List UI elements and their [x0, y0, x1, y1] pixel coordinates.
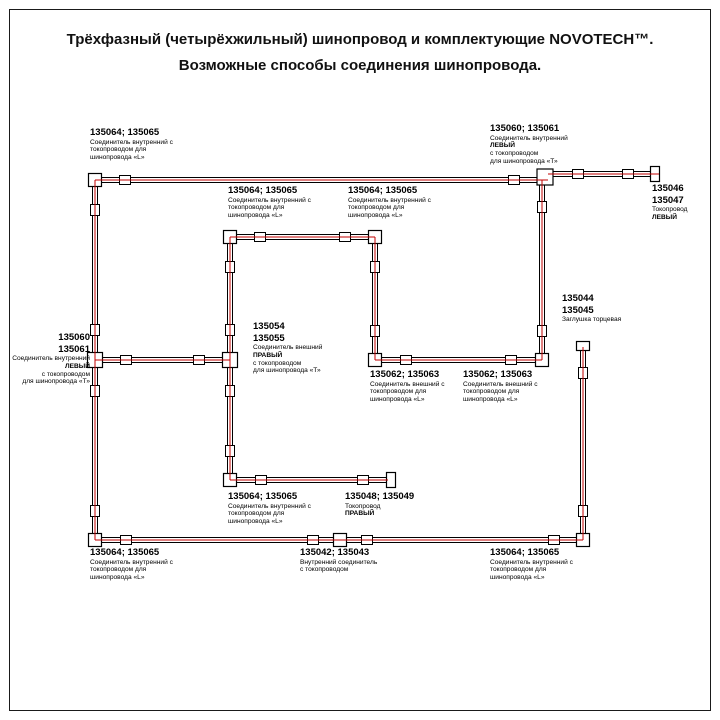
label-line: шинопровода «L»	[90, 154, 145, 162]
label-line: 135064; 135065	[228, 185, 298, 196]
label-line: токопроводом для	[463, 388, 520, 396]
label-line: токопроводом для	[90, 146, 147, 154]
label-line: 135045	[562, 304, 594, 316]
label-line: с токопроводом	[41, 370, 90, 378]
label-line: ЛЕВЫЙ	[65, 362, 90, 370]
label-line: 135064; 135065	[348, 185, 418, 196]
label-line: 135044	[562, 293, 594, 304]
label-line: Соединитель внутренний с	[90, 138, 173, 146]
label-line: для шинопровода «Т»	[490, 157, 558, 165]
label-line: Соединитель внутренний с	[228, 502, 311, 510]
label-line: для шинопровода «Т»	[253, 367, 321, 375]
label-line: шинопровода «L»	[463, 396, 518, 404]
label-line: ЛЕВЫЙ	[490, 142, 515, 150]
label-line: шинопровода «L»	[348, 212, 403, 220]
label-line: токопроводом для	[490, 566, 547, 574]
label-line: 135042; 135043	[300, 547, 370, 558]
label-line: шинопровода «L»	[490, 574, 545, 582]
label-line: 135061	[58, 343, 90, 355]
label-line: ЛЕВЫЙ	[652, 213, 677, 221]
label-line: шинопровода «L»	[370, 396, 425, 404]
page-title: Трёхфазный (четырёхжильный) шинопровод и…	[0, 27, 720, 79]
label-line: с токопроводом	[253, 359, 302, 367]
label-line: Соединитель внешний с	[370, 380, 445, 388]
label-line: Соединитель внутренний с	[90, 558, 173, 566]
label-line: Токопровод	[652, 206, 688, 213]
label-line: шинопровода «L»	[228, 212, 283, 220]
label-line: токопроводом для	[348, 204, 405, 212]
label-line: 135048; 135049	[345, 491, 415, 502]
label-line: с токопроводом	[490, 150, 539, 158]
label-line: Соединитель внутренний с	[490, 558, 573, 566]
label-line: Соединитель внутренний с	[228, 196, 311, 204]
label-line: для шинопровода «Т»	[22, 378, 90, 386]
label-line: 135054	[253, 321, 285, 332]
label-line: шинопровода «L»	[90, 574, 145, 582]
label-line: с токопроводом	[300, 566, 349, 574]
label-line: Внутренний соединитель	[300, 558, 378, 566]
label-line: 135062; 135063	[463, 369, 533, 380]
label-line: 135060; 135061	[490, 123, 560, 134]
label-line: 135064; 135065	[228, 491, 298, 502]
label-line: Заглушка торцевая	[562, 316, 622, 323]
label-line: 135064; 135065	[490, 547, 560, 558]
label-line: 135060	[58, 332, 90, 343]
label-line: токопроводом для	[228, 510, 285, 518]
label-line: 135064; 135065	[90, 547, 160, 558]
label-line: 135062; 135063	[370, 369, 440, 380]
label-line: Соединитель внутренний	[12, 355, 90, 362]
label-line: 135047	[652, 194, 684, 206]
label-line: Соединитель внешний с	[463, 380, 538, 388]
label-line: токопроводом для	[90, 566, 147, 574]
label-line: ПРАВЫЙ	[253, 351, 283, 359]
label-line: токопроводом для	[228, 204, 285, 212]
label-line: Соединитель внутренний с	[348, 196, 431, 204]
label-line: токопроводом для	[370, 388, 427, 396]
label-line: 135046	[652, 183, 684, 194]
title-line-2: Возможные способы соединения шинопровода…	[178, 57, 542, 74]
connector-box	[536, 168, 554, 186]
label-line: Соединитель внутренний	[490, 134, 568, 142]
title-line-1: Трёхфазный (четырёхжильный) шинопровод и…	[66, 31, 654, 48]
label-line: 135055	[253, 332, 285, 344]
label-line: Соединитель внешний	[253, 344, 323, 351]
label-line: ПРАВЫЙ	[345, 510, 375, 518]
label-line: 135064; 135065	[90, 127, 160, 138]
label-line: шинопровода «L»	[228, 518, 283, 526]
label-line: Токопровод	[345, 502, 381, 510]
